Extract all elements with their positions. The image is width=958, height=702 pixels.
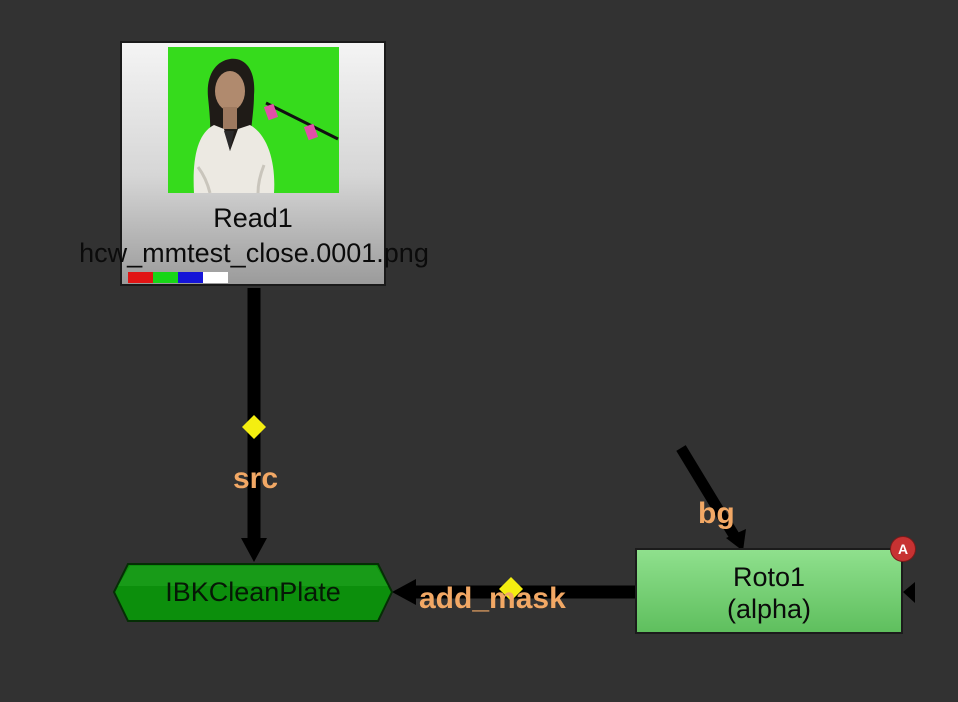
- roto-node-title: Roto1: [732, 562, 806, 592]
- read-thumbnail: [168, 47, 339, 193]
- mask-edge-arrowhead: [392, 579, 416, 605]
- read-node-title: Read1: [213, 203, 293, 233]
- roto-status-badge: A: [891, 537, 915, 561]
- read-node-filename: hcw_mmtest_close.0001.png: [79, 238, 429, 268]
- mask-edge-label: add_mask: [419, 582, 566, 615]
- src-edge-arrowhead: [241, 538, 267, 562]
- channel-alpha-swatch: [203, 272, 228, 283]
- roto-input-arrow[interactable]: [903, 582, 915, 603]
- channel-blue-swatch: [178, 272, 203, 283]
- thumbnail-image: [168, 47, 339, 193]
- roto-node-subtitle: (alpha): [726, 594, 812, 624]
- src-edge-label: src: [233, 462, 279, 495]
- bg-edge-label: bg: [698, 497, 735, 530]
- channel-red-swatch: [128, 272, 153, 283]
- ibk-node-highlight: [118, 566, 388, 586]
- read-node[interactable]: Read1 hcw_mmtest_close.0001.png: [79, 41, 429, 286]
- channel-indicator: [128, 272, 228, 283]
- src-edge-dot[interactable]: [242, 415, 266, 439]
- channel-green-swatch: [153, 272, 178, 283]
- bg-edge[interactable]: [676, 445, 740, 540]
- mask-edge-dot[interactable]: [499, 577, 523, 601]
- roto-node[interactable]: Roto1 (alpha): [635, 548, 903, 634]
- bg-edge-arrowhead: [726, 529, 746, 551]
- ibk-node[interactable]: IBKCleanPlate: [114, 564, 392, 621]
- ibk-node-label: IBKCleanPlate: [165, 577, 341, 607]
